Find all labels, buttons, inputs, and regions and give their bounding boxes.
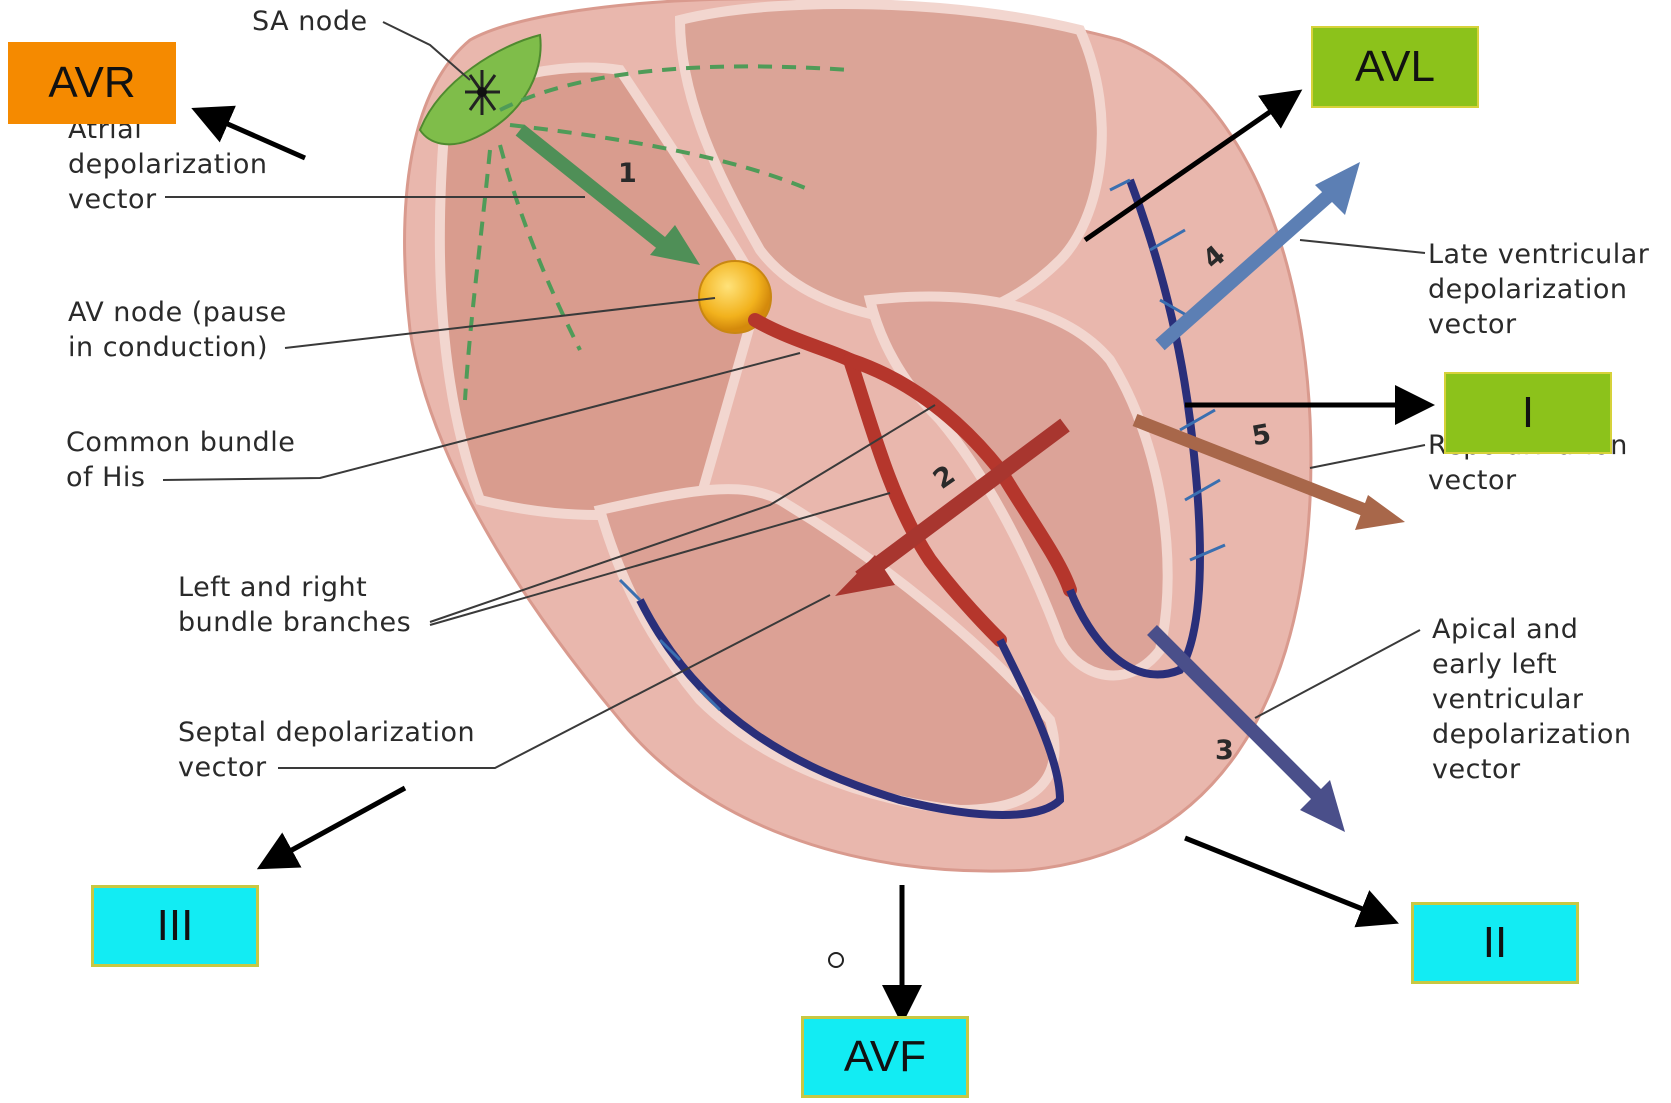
bundle-branches-line-2: bundle branches <box>178 605 411 640</box>
small-circle-marker <box>829 953 843 967</box>
av-node-label-line-1: AV node (pause <box>68 295 287 330</box>
late-label-line-3: vector <box>1428 307 1649 342</box>
repolarization-line-2: vector <box>1428 463 1628 498</box>
his-label-line-1: Common bundle <box>66 425 295 460</box>
septal-label-line-1: Septal depolarization <box>178 715 475 750</box>
lead-iii-box: III <box>91 885 259 967</box>
atrial-depolarization-label: Atrial depolarization vector <box>68 112 268 217</box>
late-label-line-2: depolarization <box>1428 272 1649 307</box>
apical-line-4: depolarization <box>1432 717 1632 752</box>
bundle-branches-line-1: Left and right <box>178 570 411 605</box>
lead-ii-box: II <box>1411 902 1579 984</box>
apical-line-2: early left <box>1432 647 1632 682</box>
sa-node-label: SA node <box>252 4 368 39</box>
atrial-label-line-2: depolarization <box>68 147 268 182</box>
apical-line-1: Apical and <box>1432 612 1632 647</box>
apical-line-3: ventricular <box>1432 682 1632 717</box>
his-bundle-label: Common bundle of His <box>66 425 295 495</box>
apical-label: Apical and early left ventricular depola… <box>1432 612 1632 787</box>
his-label-line-2: of His <box>66 460 295 495</box>
septal-label-line-2: vector <box>178 750 475 785</box>
vector-number-3: 3 <box>1215 735 1234 766</box>
av-node-label-line-2: in conduction) <box>68 330 287 365</box>
lead-iii-arrow <box>270 788 405 862</box>
lead-avl-box: AVL <box>1311 26 1479 108</box>
av-node-label: AV node (pause in conduction) <box>68 295 287 365</box>
lead-ii-arrow <box>1185 838 1385 918</box>
lead-i-box: I <box>1444 372 1612 454</box>
bundle-branches-label: Left and right bundle branches <box>178 570 411 640</box>
lead-avr-box: AVR <box>8 42 176 124</box>
atrial-label-line-3: vector <box>68 182 268 217</box>
apical-line-5: vector <box>1432 752 1632 787</box>
vector-number-1: 1 <box>618 158 637 189</box>
late-ventricular-label: Late ventricular depolarization vector <box>1428 237 1649 342</box>
late-label-line-1: Late ventricular <box>1428 237 1649 272</box>
lead-avf-box: AVF <box>801 1016 969 1098</box>
septal-depolarization-label: Septal depolarization vector <box>178 715 475 785</box>
